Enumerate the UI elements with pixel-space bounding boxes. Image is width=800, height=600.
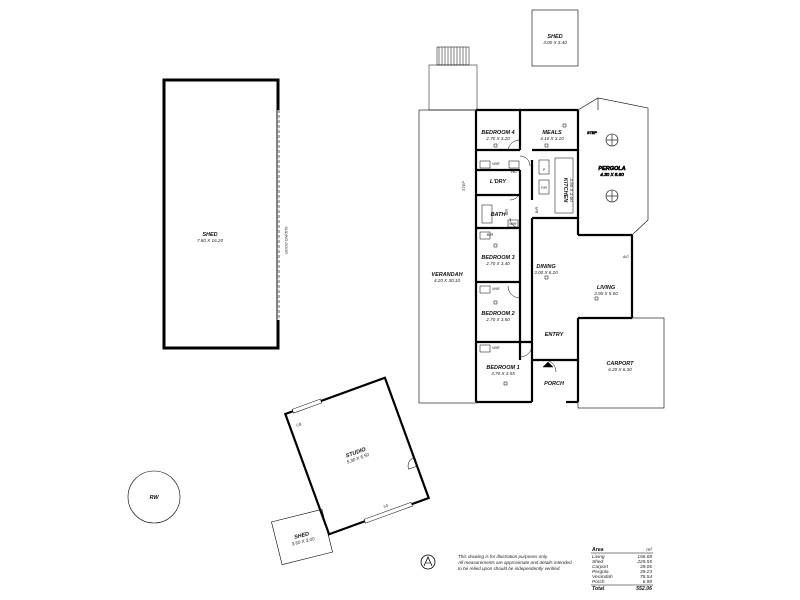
pantry-label: P <box>543 168 546 172</box>
bedroom2-dims: 2.70 X 3.50 <box>485 317 510 322</box>
area-row-label: Shed <box>592 559 604 565</box>
pergola-name: PERGOLA <box>598 166 625 172</box>
ramp <box>428 46 478 111</box>
area-row-value: 156.68 <box>637 554 652 560</box>
disclaimer-line-2: All measurements are approximate and det… <box>457 560 572 565</box>
verandah-dims: 4.20 X 30.10 <box>434 278 460 283</box>
studio-ss-label: SS <box>383 503 390 509</box>
wir-label-1: WIR <box>492 346 500 350</box>
disclaimer: This drawing is for illustration purpose… <box>457 554 572 571</box>
area-header: Area <box>591 547 604 553</box>
wc-label: WC <box>511 170 518 174</box>
area-row-value: 39.23 <box>640 569 652 575</box>
interior-details <box>479 123 599 386</box>
area-row-label: Verandah <box>592 574 613 580</box>
fridge-label: F/R <box>541 186 547 190</box>
shed-large-dims: 7.80 X 16.20 <box>197 238 223 243</box>
area-row-value: 229.55 <box>636 559 652 565</box>
area-total-label: Total <box>592 586 605 592</box>
meals-name: MEALS <box>542 130 562 136</box>
studio-cb-label: CB <box>296 422 303 428</box>
shed-top: SHED 3.00 X 3.40 <box>531 9 579 67</box>
shed-small-dims: 3.60 X 3.00 <box>291 536 315 547</box>
verandah-step-label: STEP <box>462 181 466 191</box>
bath-wir-label: WIR <box>509 222 517 226</box>
wir-label-4: WIR <box>492 162 500 166</box>
bedroom2-name: BEDROOM 2 <box>481 311 514 317</box>
studio: CB SS STUDIO 5.30 X 6.50 <box>283 376 431 536</box>
pergola: STEP PERGOLA 4.30 X 8.60 <box>577 97 649 236</box>
bath-br-label: B/R <box>505 209 509 216</box>
shed-top-dims: 3.00 X 3.40 <box>543 40 567 45</box>
living-name: LIVING <box>597 285 616 291</box>
area-row-label: Living <box>592 554 605 560</box>
area-row-label: Carport <box>592 564 609 570</box>
dining-dims: 3.00 X 6.20 <box>534 270 558 275</box>
shed-large: SHED 7.80 X 16.20 SLIDING DOOR <box>162 78 288 350</box>
shed-large-name: SHED <box>202 232 217 238</box>
bedroom1-name: BEDROOM 1 <box>486 365 519 371</box>
area-unit: m² <box>646 547 652 553</box>
dining-name: DINING <box>536 264 556 270</box>
living-dims: 3.90 X 5.50 <box>594 291 618 296</box>
bedroom1-dims: 3.70 X 3.55 <box>491 371 515 376</box>
area-total-value: 552.06 <box>636 586 652 592</box>
bedroom3-dims: 2.70 X 3.40 <box>485 261 510 266</box>
verandah-name: VERANDAH <box>431 272 463 278</box>
rw-label: RW <box>149 495 159 501</box>
area-row-value: 78.54 <box>640 574 652 580</box>
shed-small-name: SHED <box>294 531 310 541</box>
disclaimer-line-1: This drawing is for illustration purpose… <box>458 554 548 559</box>
area-table: Area m² Living 156.68 Shed 229.55 Carpor… <box>591 547 653 592</box>
carport-dims: 6.20 X 6.30 <box>608 367 632 372</box>
rainwater-tank: RW <box>127 470 181 524</box>
bedroom3-name: BEDROOM 3 <box>481 255 514 261</box>
shed-small: SHED 3.60 X 3.00 <box>271 508 333 566</box>
bath-name: BATH <box>491 212 507 218</box>
area-row-label: Porch <box>592 579 605 585</box>
meals-dims: 4.10 X 3.10 <box>540 136 564 141</box>
pergola-dims: 4.30 X 8.60 <box>600 172 624 177</box>
area-row-value: 39.06 <box>640 564 652 570</box>
area-row-label: Pergola <box>592 569 609 575</box>
room-labels: BEDROOM 4 2.70 X 3.20 MEALS 4.10 X 3.10 … <box>481 130 629 387</box>
sliding-door-label: SLIDING DOOR <box>284 226 288 254</box>
ac-label: A/C <box>622 255 630 259</box>
ldry-name: L'DRY <box>490 179 508 185</box>
compass-icon <box>420 554 436 570</box>
bedroom3-br-label: B/R <box>487 233 494 237</box>
carport-name: CARPORT <box>606 361 634 367</box>
pergola-step-label: STEP <box>587 131 597 135</box>
porch-name: PORCH <box>544 381 565 387</box>
bedroom4-name: BEDROOM 4 <box>481 130 514 136</box>
area-row-value: 6.98 <box>643 579 653 585</box>
kitchen-name: KITCHEN <box>562 178 568 203</box>
verandah: VERANDAH 4.20 X 30.10 STEP <box>418 109 477 404</box>
shed-top-name: SHED <box>547 34 562 40</box>
kitchen-br-label: B/R <box>535 207 539 214</box>
bedroom4-dims: 2.70 X 3.20 <box>485 136 510 141</box>
kitchen-dims: 3.50 X 2.00 <box>569 178 574 202</box>
wir-label-2: WIR <box>492 287 500 291</box>
carport: CARPORT 6.20 X 6.30 <box>577 317 665 409</box>
disclaimer-line-3: to be relied upon should be independentl… <box>458 566 561 571</box>
entry-name: ENTRY <box>545 332 565 338</box>
